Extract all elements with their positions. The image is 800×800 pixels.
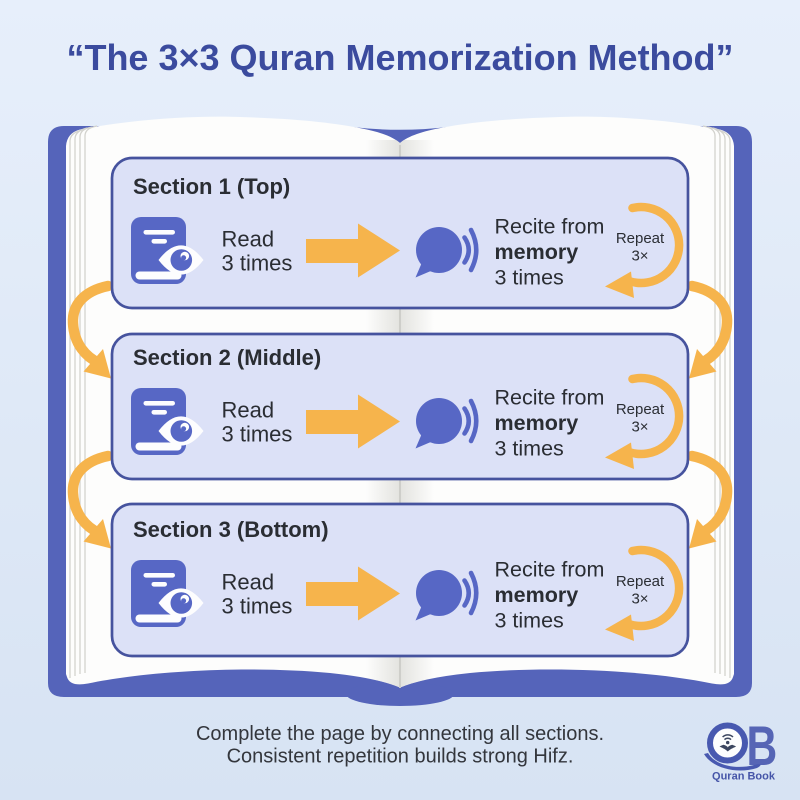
svg-text:Repeat: Repeat	[616, 230, 665, 247]
svg-text:3 times: 3 times	[222, 251, 293, 276]
svg-text:3 times: 3 times	[495, 266, 564, 290]
svg-text:3×: 3×	[631, 419, 648, 436]
svg-text:memory: memory	[495, 411, 579, 435]
svg-text:3 times: 3 times	[495, 609, 564, 633]
svg-text:3 times: 3 times	[222, 422, 293, 447]
svg-text:memory: memory	[495, 240, 579, 264]
svg-text:Section 1 (Top): Section 1 (Top)	[133, 174, 290, 199]
svg-text:Read: Read	[222, 398, 275, 423]
svg-text:3×: 3×	[631, 591, 648, 608]
svg-text:Read: Read	[222, 227, 275, 252]
svg-text:Recite from: Recite from	[495, 215, 605, 239]
svg-text:3×: 3×	[631, 248, 648, 265]
svg-text:Repeat: Repeat	[616, 573, 665, 590]
svg-text:Recite from: Recite from	[495, 558, 605, 582]
svg-text:3 times: 3 times	[495, 437, 564, 461]
svg-text:Repeat: Repeat	[616, 401, 665, 418]
svg-text:Consistent repetition builds s: Consistent repetition builds strong Hifz…	[227, 746, 574, 768]
svg-text:Complete the page by connectin: Complete the page by connecting all sect…	[196, 723, 604, 745]
svg-text:memory: memory	[495, 583, 579, 607]
svg-text:Read: Read	[222, 570, 275, 595]
svg-text:Recite from: Recite from	[495, 386, 605, 410]
svg-text:Section 3 (Bottom): Section 3 (Bottom)	[133, 517, 329, 542]
svg-text:3 times: 3 times	[222, 594, 293, 619]
svg-text:Quran Book: Quran Book	[712, 771, 776, 783]
svg-text:Section 2 (Middle): Section 2 (Middle)	[133, 345, 321, 370]
svg-text:“The 3×3 Quran Memorization Me: “The 3×3 Quran Memorization Method”	[66, 37, 733, 78]
